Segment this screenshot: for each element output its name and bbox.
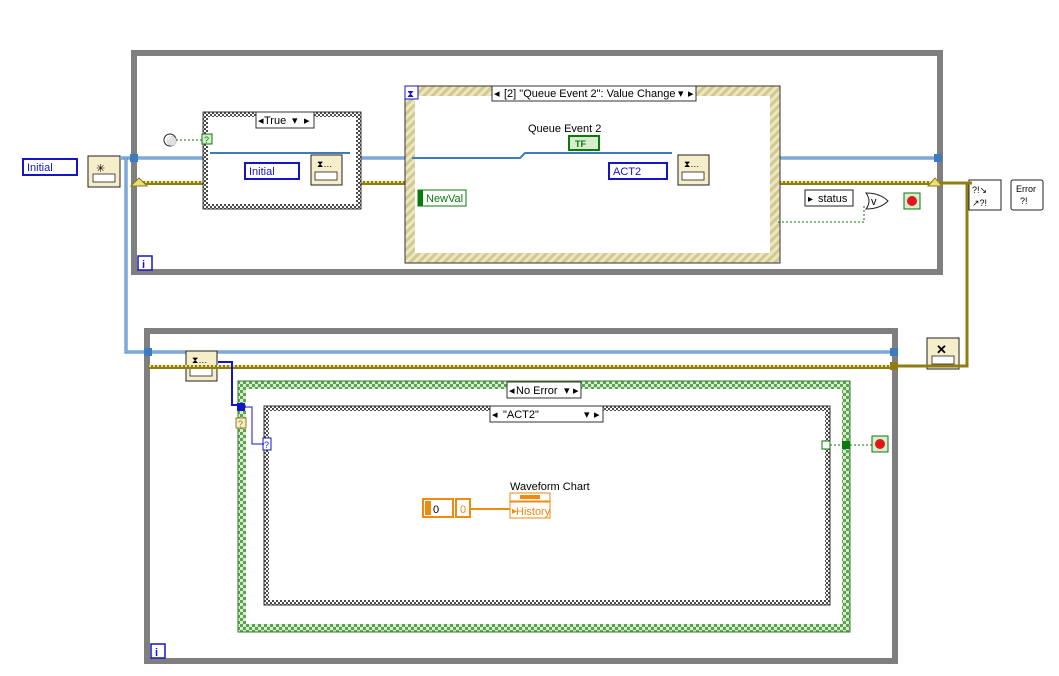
or-function[interactable]	[865, 192, 889, 210]
act2-left-arrow[interactable]: ◂	[492, 409, 498, 421]
simple-error-handler[interactable]: Error ?!	[1010, 179, 1044, 211]
numeric-const: 0	[433, 504, 439, 516]
case-selector-terminal-top-symbol: ?	[204, 135, 209, 145]
svg-text:▸: ▸	[808, 194, 813, 205]
svg-text:⧗…: ⧗…	[317, 159, 332, 169]
tunnel-queue-left	[130, 154, 138, 162]
iteration-symbol-bottom: i	[155, 647, 158, 659]
top-while-loop-frame[interactable]	[131, 50, 943, 275]
svg-text:▸: ▸	[512, 506, 517, 517]
event-selector-right-arrow[interactable]: ▸	[688, 88, 694, 100]
obtain-queue-node[interactable]: ✳	[87, 155, 121, 188]
queue-wire-event	[412, 152, 672, 159]
svg-text:⧗…: ⧗…	[192, 355, 207, 365]
obtain-queue-icon: ✳	[96, 163, 105, 175]
enum-initial-inside-label: Initial	[249, 166, 275, 178]
no-error-left-arrow[interactable]: ◂	[509, 385, 515, 397]
act2-right-arrow[interactable]: ▸	[594, 409, 600, 421]
tunnel-queue-bottom-left	[144, 348, 152, 356]
error-text-1: Error	[1016, 184, 1036, 194]
no-error-right-arrow[interactable]: ▸	[573, 385, 579, 397]
bool-control-label: Queue Event 2	[528, 123, 601, 135]
bottom-while-loop[interactable]: i	[144, 328, 898, 664]
svg-text:⚪: ⚪	[166, 135, 177, 146]
enum-initial-outside[interactable]: Initial	[22, 158, 78, 176]
or-symbol: v	[871, 196, 877, 208]
tunnel-error-bottom-right	[890, 362, 898, 370]
enum-wire-inner	[244, 406, 264, 445]
act2-case-terminal-symbol: ?	[264, 440, 269, 450]
event-selector-dropdown-arrow[interactable]: ▾	[678, 88, 684, 100]
iteration-terminal-bottom	[150, 643, 166, 659]
error-case-terminal	[235, 417, 247, 429]
numeric-const2: 0	[460, 504, 466, 516]
case-selector-right-arrow[interactable]: ▸	[304, 115, 310, 127]
svg-text:✕: ✕	[936, 342, 947, 357]
tunnel-queue-bottom-right	[890, 348, 898, 356]
newval-label: NewVal	[426, 193, 463, 205]
tunnel-queue-right	[934, 154, 942, 162]
enum-initial-inside[interactable]: Initial	[244, 162, 300, 180]
stop-terminal-top[interactable]	[903, 192, 921, 210]
enum-act2-label: ACT2	[613, 166, 641, 178]
unbundle-status[interactable]: ▸ status	[804, 189, 854, 207]
iteration-terminal-top	[137, 255, 153, 271]
enum-act2[interactable]: ACT2	[608, 162, 668, 180]
event-selector-left-arrow[interactable]: ◂	[494, 88, 500, 100]
bottom-while-loop-frame[interactable]	[144, 328, 898, 664]
shift-register-right	[926, 177, 944, 187]
svg-text:?!↘: ?!↘	[972, 185, 987, 195]
error-case-terminal-symbol: ?	[238, 419, 243, 429]
no-error-dropdown-arrow[interactable]: ▾	[564, 385, 570, 397]
bool-terminal-text: TF	[575, 139, 586, 149]
top-while-loop[interactable]: i	[131, 50, 943, 275]
stop-terminal-bottom[interactable]	[871, 435, 889, 453]
case-selector-dropdown-arrow[interactable]: ▾	[292, 115, 298, 127]
case-selector-terminal-top	[201, 133, 213, 145]
case-selector-true[interactable]: True	[264, 115, 286, 127]
event-structure[interactable]: ⧗ ◂ [2] "Queue Event 2": Value Change ▾ …	[404, 85, 781, 264]
chart-label: Waveform Chart	[510, 481, 590, 493]
shift-register-left	[129, 177, 149, 187]
release-queue-node[interactable]: ?!↘ ↗?!	[968, 179, 1002, 211]
release-queue-node-bottom[interactable]: ✕	[926, 337, 960, 370]
event-timeout-icon	[404, 85, 419, 100]
iteration-symbol-top: i	[142, 259, 145, 271]
event-case-selector[interactable]: [2] "Queue Event 2": Value Change	[504, 88, 676, 100]
case-structure-act2[interactable]: ◂ "ACT2" ▾ ▸	[263, 405, 831, 606]
unbundle-status-label: status	[818, 193, 848, 205]
act2-dropdown-arrow[interactable]: ▾	[584, 409, 590, 421]
bool-terminal-queue-event-2[interactable]: TF	[568, 135, 600, 151]
error-wire-bottom	[148, 365, 896, 369]
svg-text:⧗…: ⧗…	[684, 159, 699, 169]
case-selector-left-arrow[interactable]: ◂	[258, 115, 264, 127]
svg-text:↗?!: ↗?!	[972, 198, 987, 208]
string-case-selector[interactable]: "ACT2"	[503, 409, 539, 421]
stop-tunnel-outer	[842, 441, 850, 449]
element-tunnel	[237, 403, 245, 411]
error-text-2: ?!	[1020, 196, 1028, 206]
enum-initial-outside-label: Initial	[27, 162, 53, 174]
element-wire	[218, 361, 240, 406]
enqueue-node-1[interactable]: ⧗…	[310, 154, 343, 186]
stop-tunnel-inner	[821, 440, 831, 450]
numeric-array-constant[interactable]: 0 0	[422, 498, 471, 518]
enqueue-node-2[interactable]: ⧗…	[677, 154, 710, 186]
wait-clock-icon: ⚪	[163, 133, 177, 147]
svg-text:⧗: ⧗	[407, 89, 414, 100]
waveform-chart-property[interactable]: ▸ History	[509, 492, 551, 519]
error-case-selector[interactable]: No Error	[516, 385, 558, 397]
newval-terminal: NewVal	[417, 189, 467, 207]
bool-wire-to-or	[778, 206, 865, 223]
chart-property-history: History	[516, 506, 551, 518]
